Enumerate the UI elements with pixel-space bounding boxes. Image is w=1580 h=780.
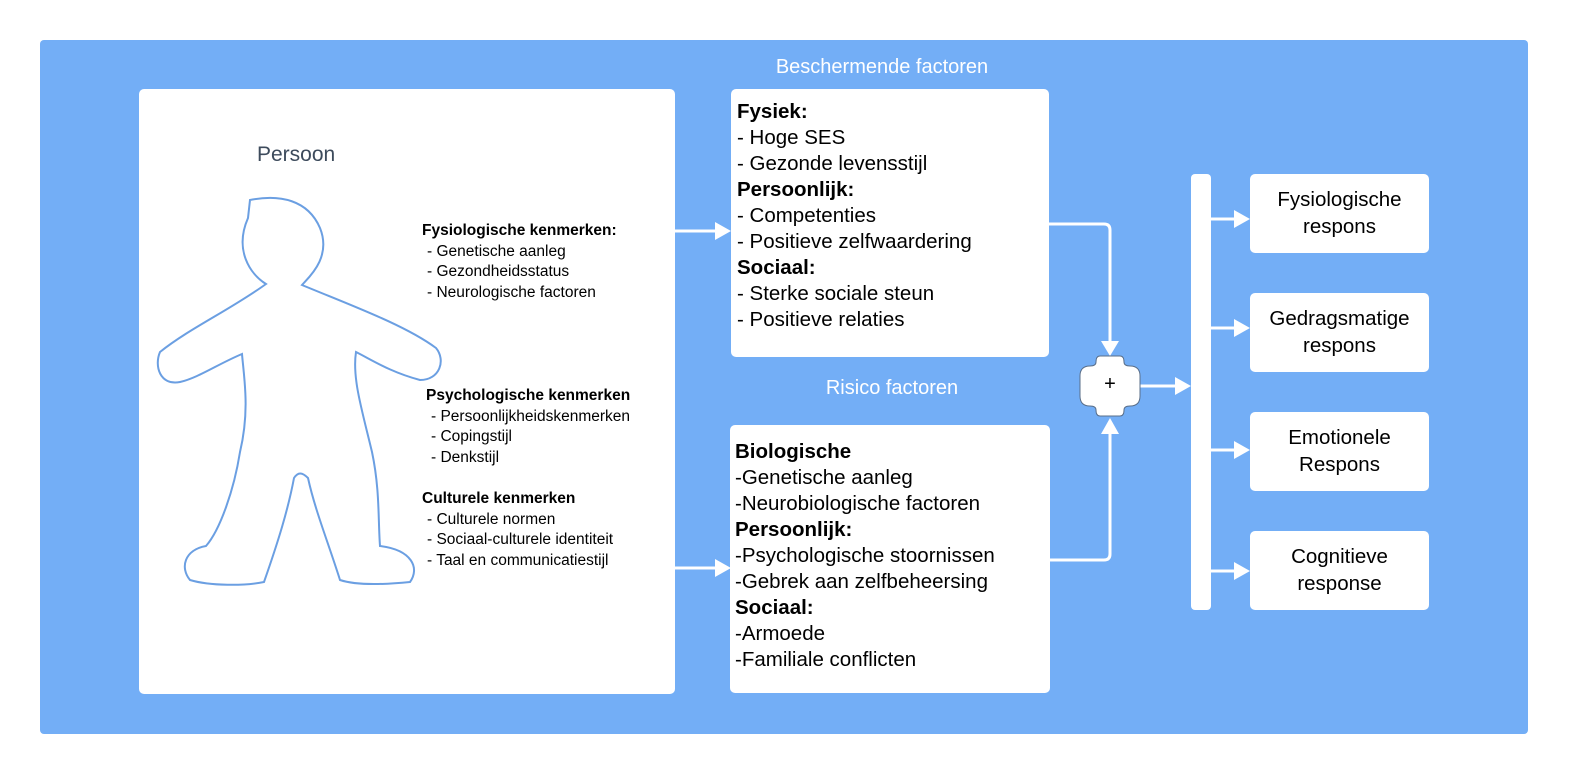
group-heading: Psychologische kenmerken xyxy=(426,387,631,404)
response-label: Emotionele xyxy=(1288,426,1391,449)
section-heading: Sociaal: xyxy=(735,596,814,619)
person-box xyxy=(139,89,675,694)
list-item: - Positieve zelfwaardering xyxy=(737,230,972,253)
person-label: Persoon xyxy=(257,143,336,166)
arrowhead xyxy=(715,559,731,577)
risk-factors-title: Risico factoren xyxy=(825,377,959,399)
list-item: - Sociaal-culturele identiteit xyxy=(427,531,614,548)
arrowhead xyxy=(1234,319,1250,337)
response-label: Respons xyxy=(1299,452,1380,476)
arrow-protective-to-plus xyxy=(1049,222,1112,343)
section-heading: Sociaal: xyxy=(737,256,816,279)
protective-factors-title: Beschermende factoren xyxy=(775,56,989,78)
list-item: - Taal en communicatiestijl xyxy=(427,551,609,569)
list-item: - Denkstijl xyxy=(431,448,500,466)
arrowhead xyxy=(1101,418,1119,434)
response-label: respons xyxy=(1303,214,1376,238)
list-item: - Competenties xyxy=(737,204,877,227)
section-heading: Persoonlijk: xyxy=(737,178,855,201)
group-heading: Fysiologische kenmerken: xyxy=(422,222,617,239)
arrowhead xyxy=(1101,341,1119,356)
person-outline-icon xyxy=(156,196,442,586)
protective-factors-box: Fysiek: - Hoge SES - Gezonde levensstijl… xyxy=(731,89,1049,357)
section-heading: Persoonlijk: xyxy=(735,518,853,541)
list-item: - Culturele normen xyxy=(427,510,556,528)
list-item: - Neurologische factoren xyxy=(427,283,596,301)
list-item: - Genetische aanleg xyxy=(427,242,566,260)
section-heading: Biologische xyxy=(735,440,852,463)
combine-node-symbol: + xyxy=(1104,373,1116,395)
response-box-cognitive: Cognitieve response xyxy=(1250,531,1429,610)
list-item: -Genetische aanleg xyxy=(735,466,913,489)
arrow-risk-to-plus xyxy=(1050,432,1112,562)
group-heading: Culturele kenmerken xyxy=(422,490,576,507)
response-box-behavioral: Gedragsmatige respons xyxy=(1250,293,1429,372)
list-item: -Gebrek aan zelfbeheersing xyxy=(735,570,988,593)
list-item: -Armoede xyxy=(735,622,826,645)
cultural-characteristics: Culturele kenmerken - Culturele normen -… xyxy=(422,489,613,571)
list-item: - Copingstijl xyxy=(431,428,512,445)
response-label: Fysiologische xyxy=(1277,188,1402,211)
list-item: -Familiale conflicten xyxy=(735,648,917,671)
list-item: -Psychologische stoornissen xyxy=(735,544,995,567)
section-heading: Fysiek: xyxy=(737,100,808,123)
list-item: - Positieve relaties xyxy=(737,308,905,331)
response-label: Gedragsmatige xyxy=(1269,307,1410,330)
list-item: - Sterke sociale steun xyxy=(737,282,935,305)
response-distribution-bar xyxy=(1191,174,1211,610)
list-item: - Hoge SES xyxy=(737,126,846,149)
list-item: -Neurobiologische factoren xyxy=(735,492,980,515)
response-label: respons xyxy=(1303,333,1376,357)
response-box-physiological: Fysiologische respons xyxy=(1250,174,1429,253)
arrowhead xyxy=(1234,441,1250,459)
combine-node-shape xyxy=(1079,355,1141,417)
response-label: Cognitieve xyxy=(1291,545,1388,568)
psychological-characteristics: Psychologische kenmerken - Persoonlijkhe… xyxy=(426,386,630,468)
arrowhead xyxy=(1175,377,1191,395)
response-label: response xyxy=(1297,571,1382,595)
arrowhead xyxy=(1234,562,1250,580)
risk-factors-box: Biologische -Genetische aanleg -Neurobio… xyxy=(730,425,1050,693)
arrowhead xyxy=(715,222,731,240)
list-item: - Gezonde levensstijl xyxy=(737,152,928,175)
physiological-characteristics: Fysiologische kenmerken: - Genetische aa… xyxy=(422,221,617,303)
list-item: - Persoonlijkheidskenmerken xyxy=(431,407,631,425)
list-item: - Gezondheidsstatus xyxy=(427,263,570,280)
arrowhead xyxy=(1234,210,1250,228)
